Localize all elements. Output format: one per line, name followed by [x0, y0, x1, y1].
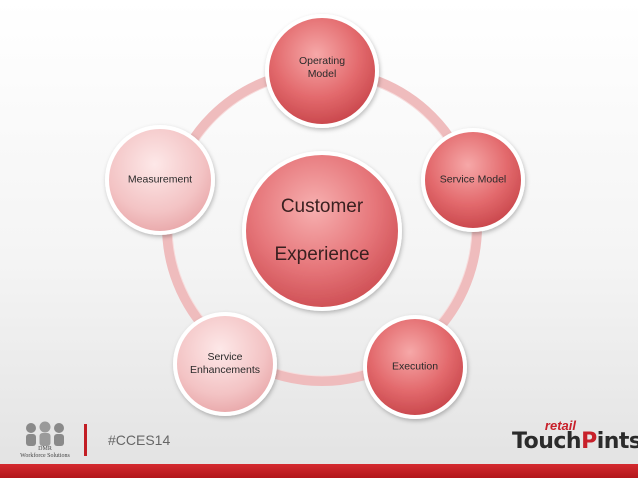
footer-divider	[84, 424, 87, 456]
node-execution	[363, 315, 467, 419]
brand-big-text: TouchPints	[512, 429, 638, 454]
people-logo-icon	[26, 421, 64, 446]
hashtag-text: #CCES14	[108, 432, 171, 448]
center-node	[242, 151, 402, 311]
node-service-model	[421, 128, 525, 232]
label-execution: Execution	[391, 360, 439, 373]
node-operating-model	[265, 14, 379, 128]
brand-small-text: retail	[544, 418, 576, 433]
center-label-line2: Experience	[274, 244, 370, 265]
center-label-line1: Customer	[280, 196, 364, 217]
label-measurement: Measurement	[127, 173, 193, 186]
node-service-enhancements	[173, 312, 277, 416]
retail-touchpoints-logo: retail TouchPints	[508, 418, 638, 460]
label-service-model: Service Model	[439, 173, 507, 186]
label-operating-model: Operating Model	[298, 55, 346, 80]
footer-bar	[0, 464, 638, 478]
node-measurement	[105, 125, 215, 235]
left-logo-text: DMR Workforce Solutions	[20, 446, 70, 459]
label-service-enhancements: Service Enhancements	[189, 351, 261, 376]
center-label: Customer Experience	[274, 171, 369, 291]
